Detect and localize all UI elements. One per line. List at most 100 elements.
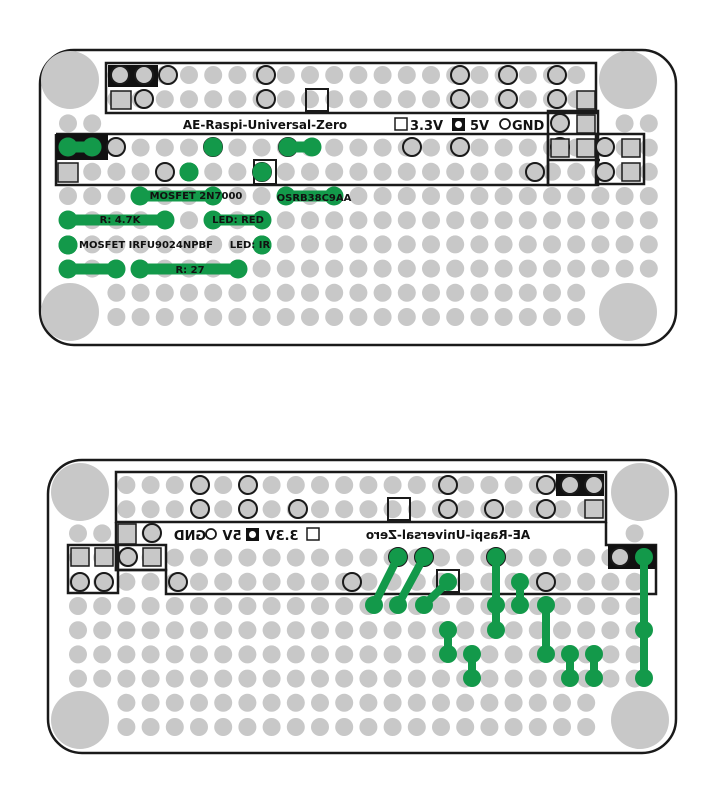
hole <box>301 162 319 181</box>
hole <box>214 693 233 712</box>
hole <box>359 718 378 736</box>
hole <box>59 187 77 205</box>
hole <box>335 597 354 615</box>
solder-joint <box>439 621 457 639</box>
header-pin <box>484 499 504 519</box>
gpio-header-outline <box>114 470 608 524</box>
header-pin <box>498 89 518 109</box>
header-pin <box>288 499 308 519</box>
hole <box>214 476 233 494</box>
mounting-hole <box>611 463 669 521</box>
legend-3v3-square <box>394 117 408 131</box>
wire-end <box>203 137 223 157</box>
header-pin <box>168 572 188 592</box>
hole <box>470 187 489 205</box>
mounting-hole <box>599 51 657 109</box>
header-pin <box>438 475 458 495</box>
hole <box>59 114 77 133</box>
legend-gnd-circle <box>499 118 511 130</box>
hole <box>311 476 329 494</box>
hole <box>383 500 402 519</box>
hole <box>407 621 426 640</box>
mounting-hole <box>599 283 657 341</box>
hole <box>228 235 247 254</box>
wire-end <box>203 186 223 206</box>
hole <box>504 621 523 640</box>
hole <box>432 597 450 615</box>
hole <box>422 308 440 326</box>
hole <box>518 90 537 109</box>
hole <box>117 572 136 591</box>
header-pin <box>595 162 615 182</box>
hole <box>518 187 537 205</box>
header-pin <box>94 572 114 592</box>
hole <box>349 211 368 230</box>
hole <box>180 211 198 230</box>
hole <box>567 66 586 84</box>
hole <box>470 283 489 302</box>
hole <box>335 476 354 494</box>
square-pad-outline <box>305 88 329 112</box>
header-pin <box>560 475 580 495</box>
hole <box>180 308 198 326</box>
hole <box>567 308 586 326</box>
bottom-wires <box>365 548 653 687</box>
header-pin <box>110 65 130 85</box>
hole <box>397 235 416 254</box>
hole <box>528 693 547 712</box>
solder-joint <box>585 669 603 687</box>
hole <box>446 259 465 278</box>
bottom-header-outlines <box>66 470 658 596</box>
component-label-mosfet2: MOSFET IRFU9024NPBF <box>79 240 213 251</box>
hole <box>422 211 440 230</box>
hole <box>286 548 305 567</box>
hole <box>93 597 112 615</box>
hole <box>494 138 513 157</box>
hole <box>165 548 184 567</box>
hole <box>518 235 537 254</box>
hole <box>262 597 281 615</box>
hole <box>214 500 233 519</box>
hole <box>301 283 319 302</box>
header-pin <box>450 137 470 157</box>
hole <box>397 187 416 205</box>
hole <box>422 187 440 205</box>
hole <box>422 162 440 181</box>
hole <box>301 235 319 254</box>
wire-end <box>302 137 322 157</box>
wire-end <box>106 259 126 279</box>
hole <box>397 283 416 302</box>
hole <box>504 693 523 712</box>
hole <box>422 138 440 157</box>
hole <box>383 669 402 688</box>
header-pin <box>134 89 154 109</box>
hole <box>262 645 281 664</box>
hole <box>577 572 596 591</box>
hole <box>625 597 644 615</box>
mounting-hole <box>41 51 99 109</box>
hole <box>359 500 378 519</box>
hole <box>311 597 329 615</box>
hole <box>335 693 354 712</box>
hole <box>625 572 644 591</box>
hole <box>480 718 499 736</box>
hole <box>432 718 450 736</box>
hole <box>325 66 344 84</box>
hole <box>190 548 208 567</box>
hole <box>446 283 465 302</box>
gpio-header-outline <box>104 61 598 115</box>
hole <box>141 572 160 591</box>
side-header-outline <box>114 543 168 572</box>
hole <box>252 283 271 302</box>
hole <box>262 548 281 567</box>
hole <box>480 476 499 494</box>
hole <box>504 645 523 664</box>
hole <box>567 162 586 181</box>
hole <box>359 693 378 712</box>
hole <box>155 90 174 109</box>
square-pad <box>550 138 570 158</box>
hole <box>543 187 561 205</box>
hole <box>359 621 378 640</box>
hole <box>567 259 586 278</box>
